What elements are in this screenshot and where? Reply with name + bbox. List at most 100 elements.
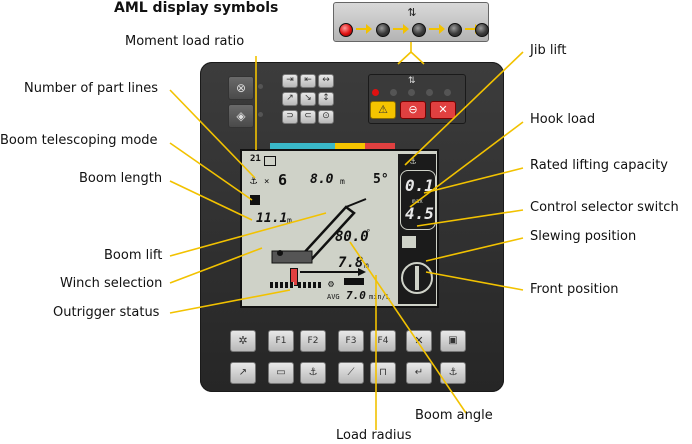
label-jib-lift: Jib lift — [530, 43, 567, 58]
leader-winch-selection — [169, 247, 263, 284]
hook-load-value: 0.1 — [405, 176, 434, 195]
hook-icon: ⚓ — [250, 173, 258, 187]
leader-boom-length — [169, 180, 253, 221]
leader-jib-lift — [404, 51, 524, 166]
boom-angle-value: 80.0 — [335, 229, 369, 245]
indicator-lamp — [426, 89, 433, 96]
angle-top-value: 5° — [373, 172, 389, 187]
moment-ratio-bar-icon — [264, 156, 276, 166]
leader-hook-load — [409, 121, 524, 208]
outrigger-mode-button[interactable]: ▭ — [268, 362, 294, 384]
mode-button[interactable]: ⊂ — [300, 110, 316, 124]
mode-button[interactable]: ↘ — [300, 92, 316, 106]
label-boom-telescoping-mode: Boom telescoping mode — [0, 133, 158, 148]
leader-slewing-position — [425, 237, 524, 262]
winch-mode-button[interactable]: ⚓ — [300, 362, 326, 384]
winch-indicator-icon — [344, 278, 364, 285]
screen-button[interactable]: ▣ — [440, 330, 466, 352]
horn-cancel-button[interactable]: ⊗ — [228, 76, 254, 100]
leader-outrigger-status — [169, 289, 291, 314]
hook-load-icon: ⚓ — [410, 156, 417, 167]
jib-lift-symbol-icon: ⇅ — [407, 6, 417, 19]
home-button[interactable]: ✲ — [230, 330, 256, 352]
length-top-value: 8.0 — [310, 172, 334, 187]
leader-number-of-part-lines — [169, 89, 256, 179]
leader-top-strip — [397, 42, 425, 65]
mode-button[interactable]: ⇤ — [300, 74, 316, 88]
arrow-right-icon — [393, 24, 409, 34]
label-load-radius: Load radius — [336, 428, 412, 443]
mode-button[interactable]: ⊃ — [282, 110, 298, 124]
leader-boom-angle — [349, 241, 467, 414]
label-winch-selection: Winch selection — [60, 276, 163, 291]
boom-angle-unit: ° — [366, 228, 371, 237]
boom-length-value: 11.1 — [256, 211, 288, 226]
indicator-lamp — [475, 23, 489, 37]
indicator-lamp — [444, 89, 451, 96]
mode-button[interactable]: ↕ — [318, 92, 334, 106]
outrigger-bar-left — [270, 282, 294, 288]
cancel-alarm-button[interactable]: ✕ — [430, 101, 456, 119]
label-control-selector-switch: Control selector switch — [530, 200, 679, 215]
rated-capacity-value: 4.5 — [405, 204, 434, 223]
f1-button[interactable]: F1 — [268, 330, 294, 352]
indicator-led — [258, 112, 263, 117]
indicator-lamp — [390, 89, 397, 96]
jib-mode-button[interactable]: ⟋ — [338, 362, 364, 384]
front-position-marker — [415, 266, 419, 290]
arrow-right-icon — [356, 24, 372, 34]
speed-label: AVG — [327, 293, 340, 301]
leader-boom-lift — [169, 212, 327, 257]
speed-value: 7.0 — [346, 289, 366, 302]
mode-button[interactable]: ⇥ — [282, 74, 298, 88]
indicator-lamp — [412, 23, 426, 37]
leader-control-selector-switch — [416, 209, 524, 227]
mode-button[interactable]: ↗ — [282, 92, 298, 106]
label-boom-lift: Boom lift — [104, 248, 163, 263]
label-moment-load-ratio: Moment load ratio — [125, 34, 245, 49]
indicator-lamp-red — [339, 23, 353, 37]
outrigger-bar-right — [298, 282, 322, 288]
label-boom-angle: Boom angle — [415, 408, 493, 423]
mode-button[interactable]: ↔ — [318, 74, 334, 88]
indicator-lamp — [376, 23, 390, 37]
mode-button[interactable]: ⊙ — [318, 110, 334, 124]
speed-icon: ⚙ — [328, 279, 335, 290]
multiply-sign: × — [264, 177, 270, 187]
part-lines-value: 6 — [278, 171, 288, 189]
boom-mode-button[interactable]: ↗ — [230, 362, 256, 384]
moment-load-bar — [270, 143, 394, 149]
telescoping-mode-icon — [250, 195, 260, 205]
label-hook-load: Hook load — [530, 112, 596, 127]
label-rated-lifting-capacity: Rated lifting capacity — [530, 158, 668, 173]
f2-button[interactable]: F2 — [300, 330, 326, 352]
boom-length-unit: m — [287, 216, 292, 225]
aml-lcd-screen: 21 ⚓ × 6 8.0 m 5° 11.1 m 80.0 ° 7.8 m ⚙ … — [240, 149, 439, 308]
outrigger-status-icon — [290, 268, 298, 286]
warning-button[interactable]: ⚠ — [370, 101, 396, 119]
enter-button[interactable]: ↵ — [406, 362, 432, 384]
aml-indicator-strip: ⇅ — [333, 2, 489, 42]
stop-button[interactable]: ⊖ — [400, 101, 426, 119]
label-number-of-part-lines: Number of part lines — [24, 81, 159, 96]
hook-mode-button[interactable]: ⚓ — [440, 362, 466, 384]
crane-boom-graphic — [271, 198, 367, 264]
indicator-lamp — [408, 89, 415, 96]
label-slewing-position: Slewing position — [530, 229, 637, 244]
label-boom-length: Boom length — [79, 171, 163, 186]
control-selector-icon — [402, 236, 416, 248]
label-outrigger-status: Outrigger status — [53, 305, 160, 320]
leader-boom-telescoping-mode — [169, 142, 253, 201]
load-readout-frame — [400, 170, 436, 230]
indicator-led — [258, 84, 263, 89]
leader-front-position — [425, 271, 524, 291]
length-top-unit: m — [340, 177, 345, 186]
f3-button[interactable]: F3 — [338, 330, 364, 352]
label-front-position: Front position — [530, 282, 619, 297]
indicator-lamp-red — [372, 89, 379, 96]
arrow-right-icon — [429, 24, 445, 34]
load-radius-arrow-icon — [300, 268, 366, 276]
override-button[interactable]: ◈ — [228, 104, 254, 128]
speed-unit: min/L — [369, 293, 391, 301]
moment-load-ratio-value: 21 — [250, 154, 261, 164]
